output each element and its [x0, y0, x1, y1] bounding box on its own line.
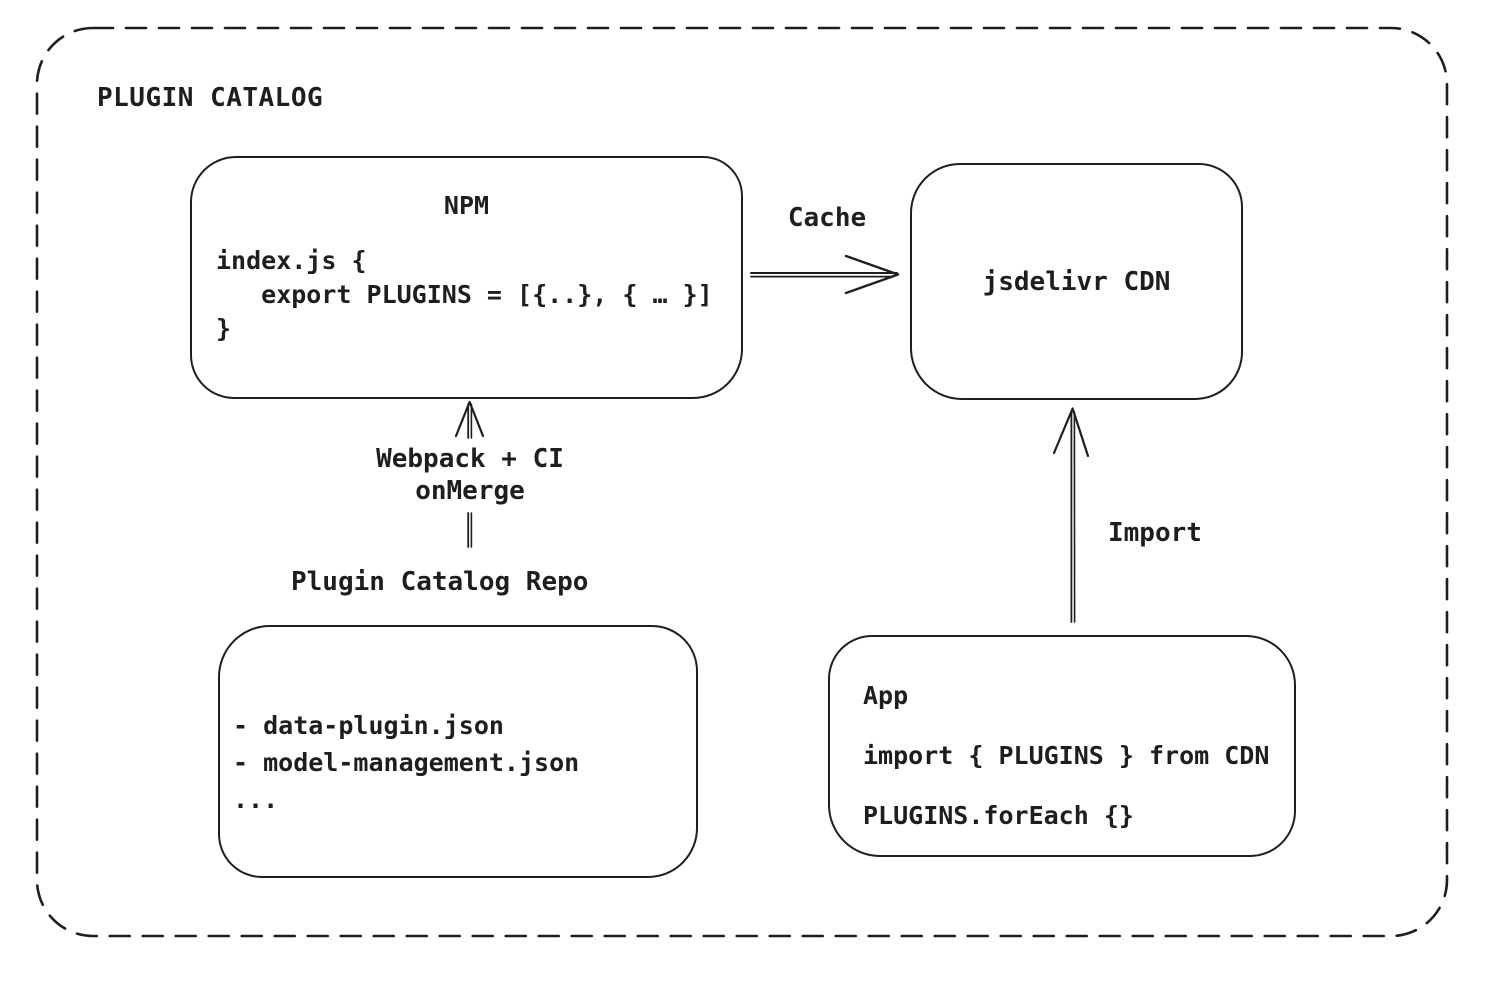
npm-code-block: index.js { export PLUGINS = [{..}, { … }…: [192, 244, 741, 346]
repo-file-line: - model-management.json: [233, 748, 580, 777]
app-code-line: import { PLUGINS } from CDN: [863, 741, 1270, 770]
app-title: App: [863, 681, 909, 710]
import-edge-label: Import: [1108, 518, 1202, 548]
npm-code-line: }: [216, 314, 232, 343]
cdn-label: jsdelivr CDN: [982, 266, 1171, 297]
import-arrow: [1052, 407, 1090, 623]
build-edge-label-line1: Webpack + CI: [376, 444, 564, 474]
cdn-node: jsdelivr CDN: [910, 163, 1243, 400]
cache-arrow: [750, 254, 900, 295]
app-node: App import { PLUGINS } from CDN PLUGINS.…: [828, 635, 1296, 857]
repo-file-line: - data-plugin.json: [233, 711, 504, 740]
repo-node: - data-plugin.json - model-management.js…: [218, 625, 698, 878]
npm-code-line: export PLUGINS = [{..}, { … }]: [216, 280, 713, 309]
app-code-line: PLUGINS.forEach {}: [863, 801, 1134, 830]
npm-title: NPM: [443, 191, 490, 220]
npm-code-line: index.js {: [216, 246, 367, 275]
repo-title: Plugin Catalog Repo: [291, 567, 589, 597]
frame-title: PLUGIN CATALOG: [97, 83, 324, 113]
npm-node: NPM index.js { export PLUGINS = [{..}, {…: [190, 156, 743, 399]
repo-file-line: ...: [233, 785, 279, 814]
build-edge-label: Webpack + CI onMerge: [350, 443, 590, 507]
cache-edge-label: Cache: [787, 203, 867, 233]
build-edge-label-line2: onMerge: [415, 476, 525, 506]
